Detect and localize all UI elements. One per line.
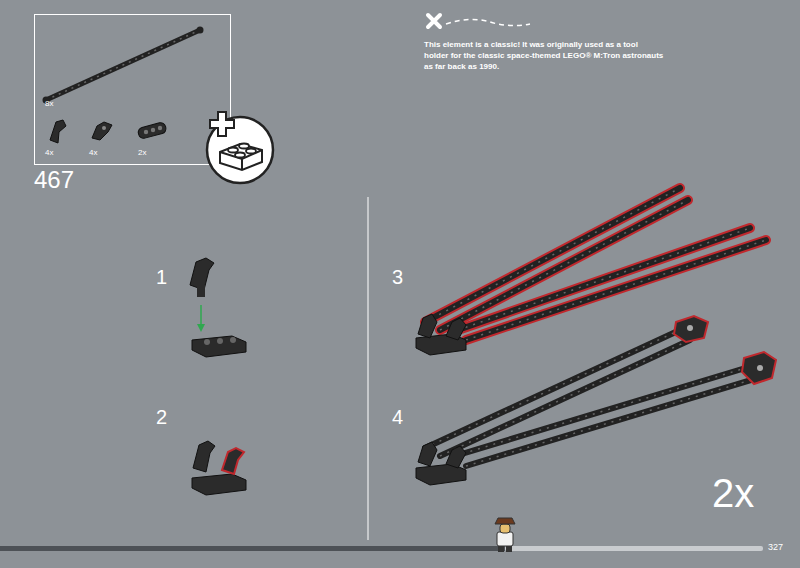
add-brick-icon-part xyxy=(239,144,249,149)
parts-list-art-part xyxy=(46,30,200,100)
step-1-art-part xyxy=(230,337,236,343)
step-3-art-part-part xyxy=(440,200,688,330)
step-1-art-part xyxy=(197,285,205,297)
parts-list-art-part xyxy=(50,120,66,143)
step-4-art xyxy=(416,316,776,485)
step-1-art-part xyxy=(204,339,210,345)
add-brick-icon-part xyxy=(207,117,273,183)
step-2-art-part xyxy=(193,441,215,472)
page-step-number: 467 xyxy=(34,166,74,194)
part-count: 4x xyxy=(89,148,97,158)
step-4-art-part xyxy=(425,330,764,466)
step-4-art-part xyxy=(674,316,708,342)
step-4-art-part-part xyxy=(455,366,752,456)
part-count: 8x xyxy=(45,99,53,109)
page-number: 327 xyxy=(768,542,783,552)
step-4-art-part xyxy=(446,446,466,468)
step-4-art-part xyxy=(425,330,764,466)
step-3-art-part-part xyxy=(458,228,750,330)
callout-number: 4 xyxy=(392,406,403,429)
step-3-art xyxy=(416,188,766,355)
step-3-art-part-part xyxy=(425,188,680,322)
step-2-art xyxy=(192,441,246,495)
step-3-art-part xyxy=(425,188,766,340)
step-4-art-part-part xyxy=(425,330,680,448)
step-4-art-part xyxy=(742,352,776,384)
progress-bar-part xyxy=(500,524,510,533)
step-4-art-part-part xyxy=(440,340,690,456)
step-3-art-part-part xyxy=(466,240,766,340)
parts-list-art-part xyxy=(151,128,155,132)
parts-list-art-part xyxy=(102,126,106,130)
parts-list-art-part xyxy=(137,122,167,140)
step-4-art-part xyxy=(418,442,437,466)
parts-list-art-part xyxy=(158,126,162,130)
step-1-art-part xyxy=(192,336,246,357)
step-4-art-part xyxy=(757,365,763,371)
note-icon-part xyxy=(428,15,440,27)
step-3-art-part xyxy=(418,314,437,338)
parts-box: 8x 4x 4x 2x xyxy=(34,14,231,165)
progress-bar-part xyxy=(498,546,504,552)
step-4-art-part xyxy=(687,325,693,331)
parts-list-art xyxy=(43,27,204,144)
step-4-art-part-part xyxy=(466,376,764,466)
step-4-art-part-part xyxy=(425,330,680,448)
parts-list-art-part xyxy=(46,30,200,100)
step-4-art-part-part xyxy=(466,376,764,466)
add-brick-icon-part xyxy=(220,144,262,170)
step-4-art-part-part xyxy=(455,366,752,456)
add-brick-icon-part xyxy=(246,149,256,154)
add-brick-icon-part xyxy=(228,148,238,153)
parts-list-art-part xyxy=(197,27,204,34)
step-1-art-part xyxy=(197,324,205,332)
step-3-art-part xyxy=(446,318,466,340)
step-3-art-part xyxy=(425,188,766,340)
step-1-art-part xyxy=(217,338,223,344)
quantity-multiplier: 2x xyxy=(712,470,754,516)
progress-bar-part xyxy=(495,518,515,524)
progress-bar-part xyxy=(506,546,512,552)
note-text: This element is a classic! It was origin… xyxy=(424,39,664,72)
add-brick-icon-part xyxy=(235,153,245,158)
add-brick-icon-part xyxy=(220,150,262,170)
step-3-art-part xyxy=(425,188,766,340)
progress-bar-part xyxy=(505,546,763,551)
callout-number: 1 xyxy=(156,266,167,289)
step-1-art xyxy=(190,258,246,357)
progress-bar-part xyxy=(0,546,505,551)
callout-number: 3 xyxy=(392,266,403,289)
step-2-art-part xyxy=(222,448,244,474)
divider xyxy=(368,197,369,540)
note-icon-part xyxy=(446,19,530,25)
progress-bar-part xyxy=(497,532,513,546)
step-3-art-part-part xyxy=(466,240,766,340)
note-icon xyxy=(428,15,530,27)
part-count: 2x xyxy=(138,148,146,158)
progress-bar xyxy=(0,518,763,552)
part-count: 4x xyxy=(45,148,53,158)
callout-number: 2 xyxy=(156,406,167,429)
step-3-art-part-part xyxy=(425,188,680,322)
parts-list-art-part xyxy=(144,130,148,134)
parts-list-art-part xyxy=(92,122,112,140)
step-2-art-part xyxy=(192,474,246,495)
